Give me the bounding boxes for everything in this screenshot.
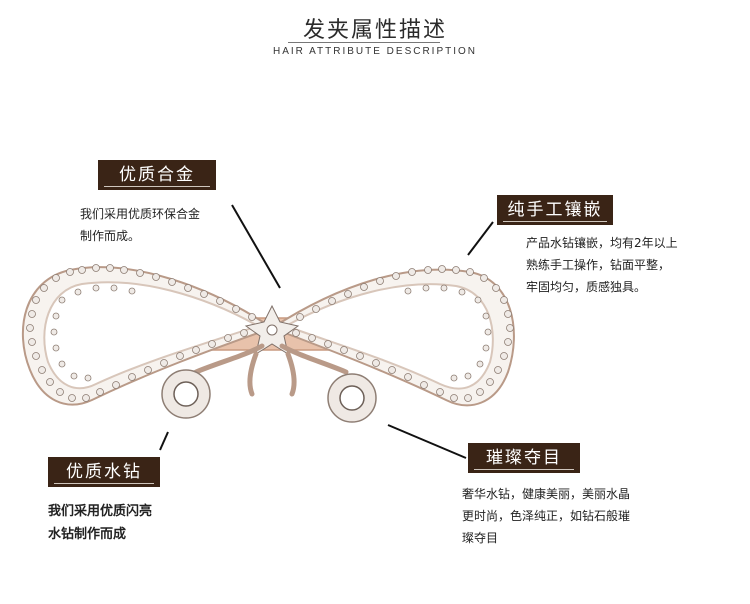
callout-line-handmade (467, 221, 494, 256)
feature-desc-handmade: 产品水钻镶嵌，均有2年以上 熟练手工操作，钻面平整， 牢固均匀，质感独具。 (526, 232, 678, 298)
feature-desc-line: 牢固均匀，质感独具。 (526, 280, 647, 294)
callout-line-alloy (231, 204, 281, 289)
feature-desc-line: 璨夺目 (462, 531, 499, 545)
ribbon-tails (193, 343, 349, 397)
callout-line-dazzling (387, 424, 467, 459)
feature-badge-alloy: 优质合金 (98, 160, 216, 190)
round-gem-left (161, 369, 211, 419)
feature-badge-dazzling: 璀璨夺目 (468, 443, 580, 473)
center-star (244, 304, 300, 356)
rhinestone-rows (26, 264, 514, 402)
feature-desc-line: 制作而成。 (80, 229, 141, 243)
feature-desc-line: 更时尚，色泽纯正，如钻石般璀 (462, 509, 631, 523)
feature-desc-line: 我们采用优质闪亮 (48, 504, 153, 519)
callout-line-rhinestone (159, 431, 169, 451)
feature-desc-line: 我们采用优质环保合金 (80, 207, 201, 221)
feature-desc-dazzling: 奢华水钻，健康美丽，美丽水晶 更时尚，色泽纯正，如钻石般璀 璨夺目 (462, 483, 630, 549)
round-gem-right (327, 373, 377, 423)
feature-badge-rhinestone: 优质水钻 (48, 457, 160, 487)
feature-desc-line: 产品水钻镶嵌，均有2年以上 (526, 236, 678, 250)
feature-desc-line: 奢华水钻，健康美丽，美丽水晶 (462, 487, 631, 501)
feature-badge-handmade: 纯手工镶嵌 (497, 195, 613, 225)
title-underline (288, 42, 440, 43)
page-subtitle: HAIR ATTRIBUTE DESCRIPTION (272, 46, 478, 57)
feature-desc-alloy: 我们采用优质环保合金 制作而成。 (80, 203, 200, 247)
feature-desc-line: 水钻制作而成 (48, 527, 127, 542)
page-title: 发夹属性描述 (302, 18, 447, 43)
feature-desc-line: 熟练手工操作，钻面平整， (526, 258, 671, 272)
feature-desc-rhinestone: 我们采用优质闪亮 水钻制作而成 (48, 500, 152, 546)
